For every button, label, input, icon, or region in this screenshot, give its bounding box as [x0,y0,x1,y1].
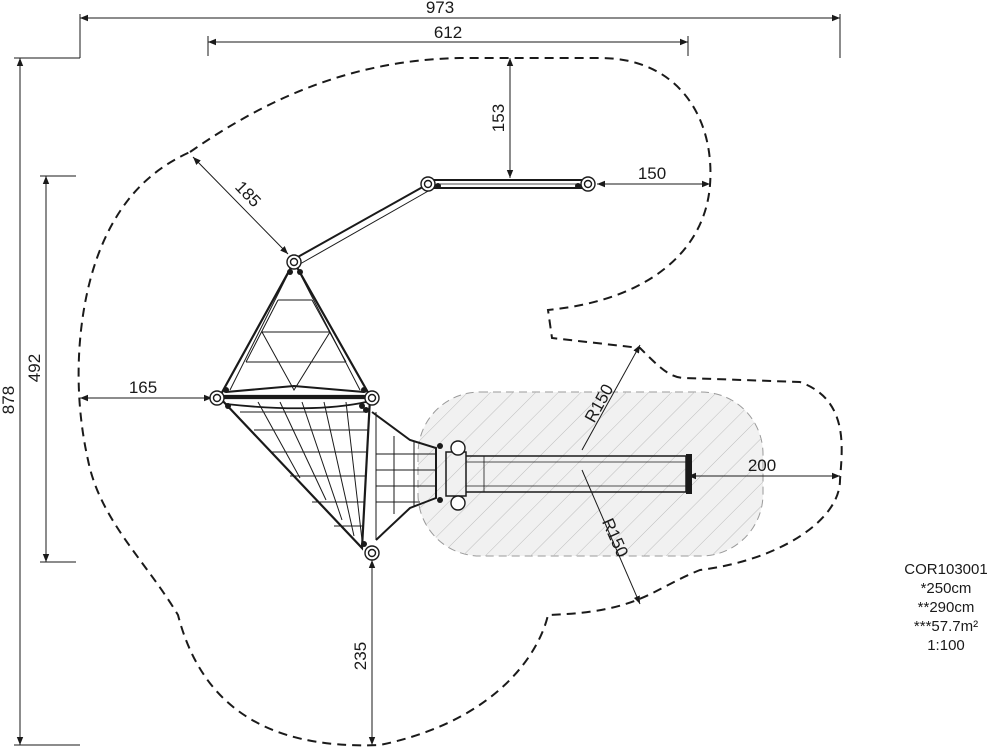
dimension-lines [14,14,841,746]
pole-bottom [364,545,380,561]
drawing-scale: 1:100 [927,637,965,654]
product-code: COR103001 [904,561,988,578]
dim-overall-width: 973 [426,0,454,17]
clamps [223,183,581,547]
pole-left [209,390,225,406]
product-info: COR103001 *250cm **290cm ***57.7m² 1:100 [890,560,1000,655]
pole-right [364,390,380,406]
ladder-net [371,411,437,541]
free-fall-height: *250cm [920,580,972,597]
pole-slide-bottom [450,495,466,511]
dim-overall-height: 878 [0,386,18,414]
dim-inner-width: 612 [434,23,462,42]
slide-zone [417,391,764,557]
equipment [217,179,692,551]
pole-top-left [420,176,436,192]
rope-bridge [432,179,588,189]
dim-right-offset-top: 150 [638,164,666,183]
lower-net [217,396,372,551]
dim-bottom-offset: 235 [351,642,370,670]
pole-apex [286,254,302,270]
pole-slide-top [450,440,466,456]
upper-net [218,259,372,398]
dim-right-offset-mid: 200 [748,456,776,475]
dim-top-offset: 153 [489,104,508,132]
total-height: **290cm [917,599,975,616]
dim-frame-height: 492 [25,354,44,382]
slide [445,451,692,497]
safety-area: ***57.7m² [913,618,979,635]
poles [209,176,596,561]
diagonal-rope [295,183,431,265]
dim-left-offset: 165 [129,378,157,397]
dim-diag-offset: 185 [231,177,264,211]
pole-top-right [580,176,596,192]
safety-boundary [77,57,843,747]
